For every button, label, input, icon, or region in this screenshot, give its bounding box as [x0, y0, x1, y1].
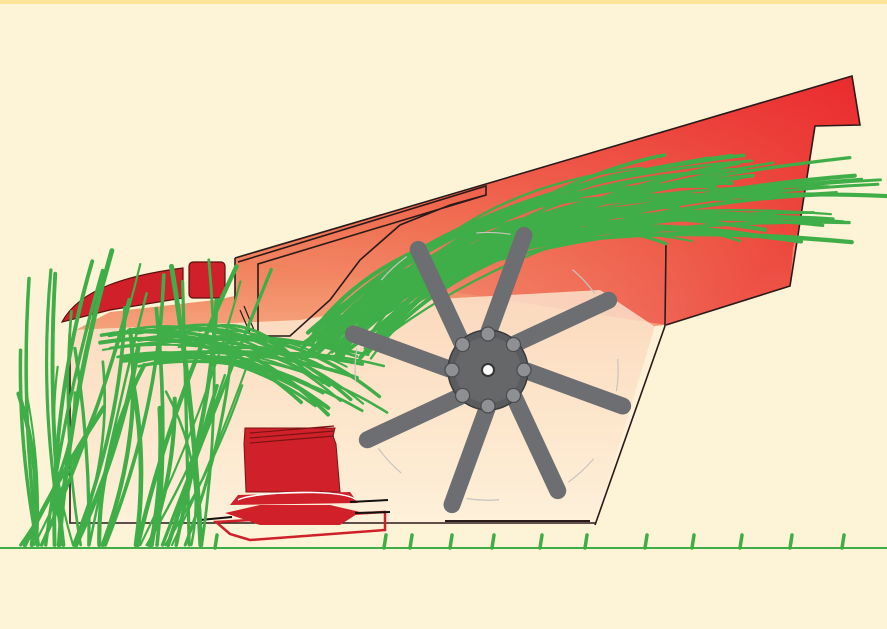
rotor-bolt — [506, 338, 520, 352]
stubble-stalk — [740, 535, 742, 548]
stubble-stalk — [645, 535, 647, 548]
rotor-bolt — [506, 388, 520, 402]
stubble-stalk — [842, 535, 844, 548]
stubble-stalk — [492, 535, 494, 548]
rotor-bolt — [481, 399, 495, 413]
stubble-stalk — [540, 535, 542, 548]
rotor-axle — [482, 364, 494, 376]
top-border — [0, 0, 887, 4]
stubble-stalk — [585, 535, 587, 548]
rotor-bolt — [456, 338, 470, 352]
rotor-bolt — [481, 327, 495, 341]
stubble-stalk — [215, 535, 217, 548]
stubble-stalk — [450, 535, 452, 548]
rotor-bolt — [456, 388, 470, 402]
stubble-stalk — [384, 535, 386, 548]
rotor-bolt — [445, 363, 459, 377]
stubble-stalk — [692, 535, 694, 548]
stubble-stalk — [790, 535, 792, 548]
stubble-stalk — [410, 535, 412, 548]
rotor-bolt — [517, 363, 531, 377]
front-guard-block — [189, 262, 225, 298]
